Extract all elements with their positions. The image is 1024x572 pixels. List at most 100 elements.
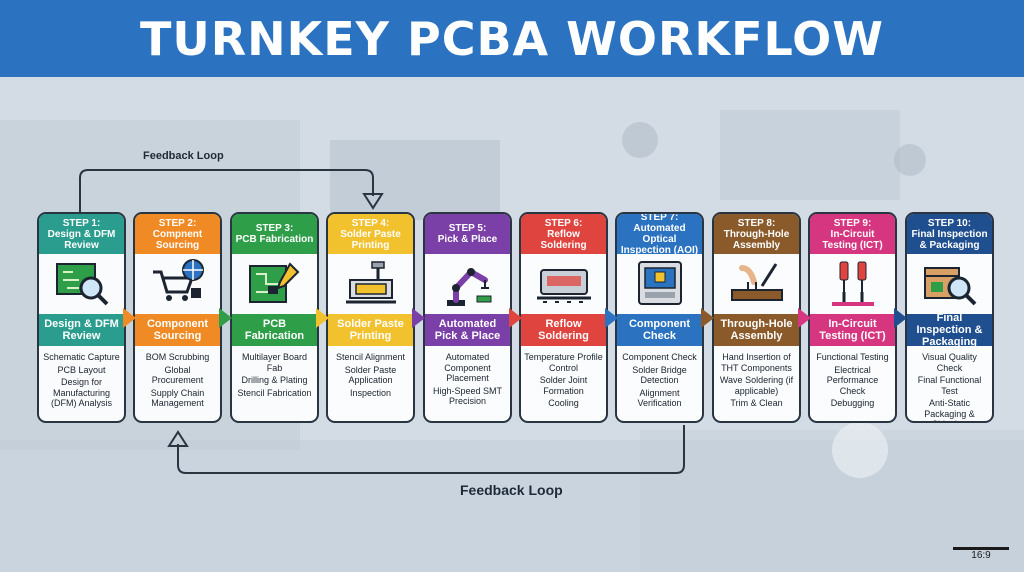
step-title: Through-Hole Assembly: [723, 228, 790, 251]
step-description-item: Functional Testing: [816, 352, 889, 362]
step-name: Through-Hole Assembly: [714, 314, 799, 346]
aoi-machine-icon: [617, 254, 702, 314]
aspect-ratio-badge: 16:9: [953, 547, 1009, 565]
step-header: STEP 2:Compnent Sourcing: [135, 214, 220, 254]
step-title: Reflow Soldering: [540, 228, 587, 251]
flow-arrow-icon: [798, 308, 811, 328]
step-number: STEP 10:: [927, 217, 972, 229]
step-description-item: Cooling: [548, 398, 579, 408]
step-description-item: Solder Joint Formation: [539, 375, 588, 396]
step-name: Solder Paste Printing: [328, 314, 413, 346]
step-card-9: STEP 9:In-Circuit Testing (ICT) In-Circui…: [808, 212, 897, 423]
step-number: STEP 5:: [448, 223, 487, 234]
step-header: STEP 10:Final Inspection & Packaging: [907, 214, 992, 254]
step-name: Component Sourcing: [135, 314, 220, 346]
step-number: STEP 6:: [544, 217, 583, 229]
step-description-item: Final Functional Test: [917, 375, 982, 396]
step-number: STEP 8:: [737, 217, 776, 229]
step-description-item: Design for Manufacturing (DFM) Analysis: [50, 377, 112, 408]
step-title: Automated Optical Inspection (AOI): [620, 223, 699, 256]
step-header: STEP 5:Pick & Place: [425, 214, 510, 254]
pcb-magnifier-icon: [39, 254, 124, 314]
step-description-item: Global Procurement: [151, 364, 204, 386]
step-name: Final Inspection & Packaging: [907, 312, 992, 348]
step-header: STEP 9:In-Circuit Testing (ICT): [810, 214, 895, 254]
step-card-7: STEP 7:Automated Optical Inspection (AOI…: [615, 212, 704, 423]
step-header: STEP 6:Reflow Soldering: [521, 214, 606, 254]
flow-arrow-icon: [316, 308, 329, 328]
step-description-item: Hand Insertion of THT Components: [721, 352, 792, 373]
step-description-item: Visual Quality Check: [922, 352, 977, 373]
step-description-item: Stencil Fabrication: [237, 387, 312, 398]
step-title: Design & DFM Review: [47, 228, 116, 251]
reflow-oven-icon: [521, 254, 606, 314]
step-header: STEP 8:Through-Hole Assembly: [714, 214, 799, 254]
flow-arrow-icon: [701, 308, 714, 328]
page-title: TURNKEY PCBA WORKFLOW: [139, 11, 885, 66]
step-description-item: Electrical Performance Check: [826, 364, 879, 396]
step-description-item: Anti-Static Packaging & Shipping: [924, 398, 975, 421]
flow-arrow-icon: [123, 308, 136, 328]
step-number: STEP 9:: [833, 217, 872, 229]
step-description-item: Solder Paste Application: [344, 364, 397, 386]
step-number: STEP 7:: [640, 212, 679, 223]
step-name: Component Check: [617, 314, 702, 346]
step-name: Design & DFM Review: [39, 314, 124, 346]
feedback-loop-bottom-label: Feedback Loop: [460, 482, 563, 498]
robot-arm-icon: [425, 254, 510, 314]
step-number: STEP 4:: [351, 217, 390, 229]
step-description-item: Trim & Clean: [730, 398, 783, 408]
pcb-board-icon: [232, 254, 317, 314]
step-description-item: Multilayer Board Fab: [241, 352, 308, 373]
step-title: Compnent Sourcing: [152, 228, 203, 251]
step-description-item: Alignment Verification: [637, 387, 682, 409]
aspect-ratio-label: 16:9: [971, 550, 991, 561]
feedback-loop-top-label: Feedback Loop: [143, 150, 224, 162]
stencil-printer-icon: [328, 254, 413, 314]
step-description-item: Drilling & Plating: [241, 375, 308, 385]
step-header: STEP 4:Solder Paste Printing: [328, 214, 413, 254]
step-title: PCB Fabrication: [235, 234, 314, 245]
step-description-item: Automated Component Placement: [444, 352, 491, 383]
step-name: PCB Fabrication: [232, 314, 317, 346]
step-description-item: BOM Scrubbing: [145, 352, 210, 362]
flow-arrow-icon: [412, 308, 425, 328]
hand-solder-icon: [714, 254, 799, 314]
step-description-item: Stencil Alignment: [335, 352, 406, 362]
step-title: Solder Paste Printing: [340, 228, 401, 251]
step-description-item: Schematic Capture: [43, 352, 120, 362]
step-title: Pick & Place: [437, 234, 498, 245]
step-number: STEP 2:: [158, 217, 197, 229]
box-magnifier-icon: [907, 254, 992, 314]
step-description-item: Component Check: [622, 352, 697, 362]
step-description-item: Supply Chain Management: [150, 387, 205, 409]
step-description-item: Temperature Profile Control: [524, 352, 603, 373]
step-description-item: Debugging: [830, 398, 875, 408]
step-name: In-Circuit Testing (ICT): [810, 314, 895, 346]
step-header: STEP 7:Automated Optical Inspection (AOI…: [617, 212, 702, 256]
step-name: Reflow Soldering: [521, 314, 606, 346]
test-probes-icon: [810, 254, 895, 314]
step-description-item: PCB Layout: [57, 364, 106, 375]
header-bar: TURNKEY PCBA WORKFLOW: [0, 0, 1024, 77]
step-description-item: Wave Soldering (if applicable): [719, 375, 794, 396]
step-description-item: Solder Bridge Detection: [632, 364, 687, 386]
step-number: STEP 1:: [62, 217, 101, 229]
step-name: Automated Pick & Place: [425, 314, 510, 346]
step-description-item: Inspection: [349, 387, 392, 398]
